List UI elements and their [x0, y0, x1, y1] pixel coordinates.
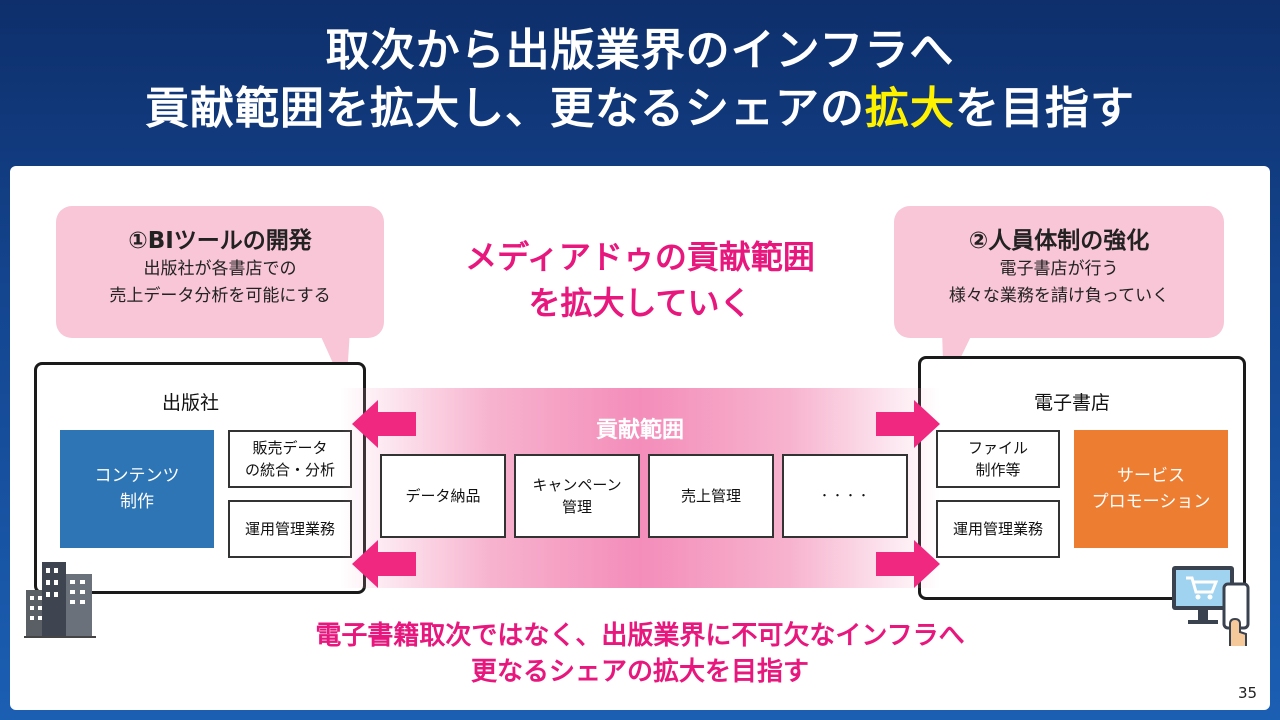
- arrow-left-icon: [352, 540, 416, 588]
- bottom-message: 電子書籍取次ではなく、出版業界に不可欠なインフラへ 更なるシェアの拡大を目指す: [0, 618, 1280, 690]
- bottom-line: 更なるシェアの拡大を目指す: [470, 657, 809, 687]
- contribution-item: ・・・・: [782, 454, 908, 538]
- store-ops-box: 運用管理業務: [936, 500, 1060, 558]
- contribution-label: 貢献範囲: [595, 418, 684, 443]
- file-production-box: ファイル制作等: [936, 430, 1060, 488]
- publisher-label: 出版社: [162, 392, 220, 414]
- slide-title: 取次から出版業界のインフラへ 貢献範囲を拡大し、更なるシェアの拡大を目指す: [0, 22, 1280, 138]
- computer-cart-icon: [1172, 566, 1250, 646]
- item-text: ・・・・: [819, 489, 871, 502]
- bubble-heading: ②人員体制の強化: [968, 228, 1150, 254]
- center-headline: メディアドゥの貢献範囲 を拡大していく: [400, 234, 880, 326]
- arrow-left-icon: [352, 400, 416, 448]
- item-text: データ納品: [405, 487, 481, 505]
- box-text: 制作等: [975, 461, 1021, 479]
- box-text: サービス: [1116, 466, 1185, 486]
- service-promotion-box: サービスプロモーション: [1074, 430, 1228, 548]
- bubble-text-line: 出版社が各書店での: [143, 259, 297, 279]
- bubble-text-line: 様々な業務を請け負っていく: [948, 286, 1170, 306]
- title-line-2: 貢献範囲を拡大し、更なるシェアの拡大を目指す: [0, 80, 1280, 138]
- building-icon: [24, 562, 96, 638]
- bubble-text-line: 電子書店が行う: [999, 259, 1119, 279]
- title-highlight: 拡大: [865, 83, 955, 134]
- arrow-right-icon: [876, 540, 940, 588]
- bi-tool-bubble: ①BIツールの開発 出版社が各書店での 売上データ分析を可能にする: [56, 206, 384, 338]
- staffing-bubble: ②人員体制の強化 電子書店が行う 様々な業務を請け負っていく: [894, 206, 1224, 338]
- contribution-item: キャンペーン 管理: [514, 454, 640, 538]
- content-production-box: コンテンツ制作: [60, 430, 214, 548]
- sales-data-box: 販売データの統合・分析: [228, 430, 352, 488]
- bubble-heading: ①BIツールの開発: [128, 228, 312, 254]
- box-text: の統合・分析: [244, 461, 335, 479]
- title-line-1: 取次から出版業界のインフラへ: [325, 25, 955, 76]
- contribution-item: 売上管理: [648, 454, 774, 538]
- box-text: 制作: [120, 492, 154, 512]
- box-text: ファイル: [967, 439, 1028, 457]
- contribution-item: データ納品: [380, 454, 506, 538]
- box-text: 運用管理業務: [952, 520, 1043, 538]
- publisher-ops-box: 運用管理業務: [228, 500, 352, 558]
- title-line-2-text: 貢献範囲を拡大し、更なるシェアの: [145, 83, 865, 134]
- arrow-right-icon: [876, 400, 940, 448]
- ebookstore-label: 電子書店: [1034, 392, 1111, 414]
- bottom-line: 電子書籍取次ではなく、出版業界に不可欠なインフラへ: [315, 621, 965, 651]
- box-text: プロモーション: [1091, 492, 1211, 512]
- box-text: 運用管理業務: [244, 520, 335, 538]
- center-headline-line: を拡大していく: [528, 284, 752, 322]
- bubble-text-line: 売上データ分析を可能にする: [109, 286, 331, 306]
- box-text: コンテンツ: [94, 466, 180, 486]
- page-number: 35: [1238, 684, 1258, 702]
- box-text: 販売データ: [252, 439, 328, 457]
- item-text: 売上管理: [680, 487, 741, 505]
- title-line-2-end: を目指す: [955, 83, 1135, 134]
- center-headline-line: メディアドゥの貢献範囲: [465, 238, 815, 276]
- item-text: キャンペーン 管理: [532, 476, 622, 516]
